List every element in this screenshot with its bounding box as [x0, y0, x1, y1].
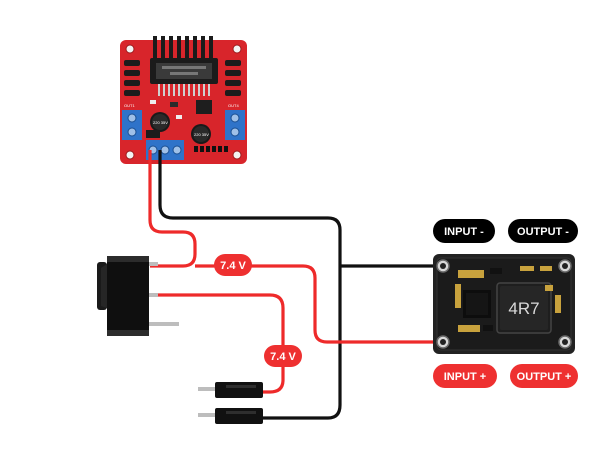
svg-text:7.4 V: 7.4 V: [220, 260, 246, 272]
label-output-minus: OUTPUT -: [508, 219, 578, 243]
capacitor-bottom: 220 35V: [191, 124, 211, 144]
wire-red-driver-to-switch: [148, 150, 197, 268]
motor-driver-board: 220 35V 220 35V OUT1 OUT4: [120, 36, 247, 164]
capacitor-top: 220 35V: [150, 112, 170, 132]
battery-connector: [198, 382, 263, 424]
svg-text:220 35V: 220 35V: [194, 132, 209, 137]
svg-text:OUT4: OUT4: [228, 103, 239, 108]
svg-text:7.4 V: 7.4 V: [270, 351, 296, 363]
inductor-marking: 4R7: [508, 299, 539, 318]
wire-red-to-input-plus: [195, 264, 446, 344]
label-input-minus: INPUT -: [433, 219, 495, 243]
label-voltage-top: 7.4 V: [214, 254, 252, 276]
svg-text:INPUT +: INPUT +: [444, 371, 486, 383]
svg-text:OUTPUT -: OUTPUT -: [517, 226, 569, 238]
rocker-switch: [97, 256, 179, 336]
label-input-plus: INPUT +: [433, 364, 497, 388]
label-voltage-bottom: 7.4 V: [264, 345, 302, 367]
svg-text:INPUT -: INPUT -: [444, 226, 484, 238]
terminal-out1: OUT1: [122, 103, 142, 140]
label-output-plus: OUTPUT +: [510, 364, 578, 388]
wire-black-gnd: [158, 150, 342, 420]
svg-text:220 35V: 220 35V: [153, 120, 168, 125]
svg-text:OUT1: OUT1: [124, 103, 135, 108]
buck-converter: 4R7: [433, 254, 575, 354]
power-terminal-block: [146, 140, 184, 160]
wire-red-switch-to-connector: [150, 293, 285, 394]
svg-text:OUTPUT +: OUTPUT +: [517, 371, 572, 383]
terminal-out4: OUT4: [225, 103, 245, 140]
